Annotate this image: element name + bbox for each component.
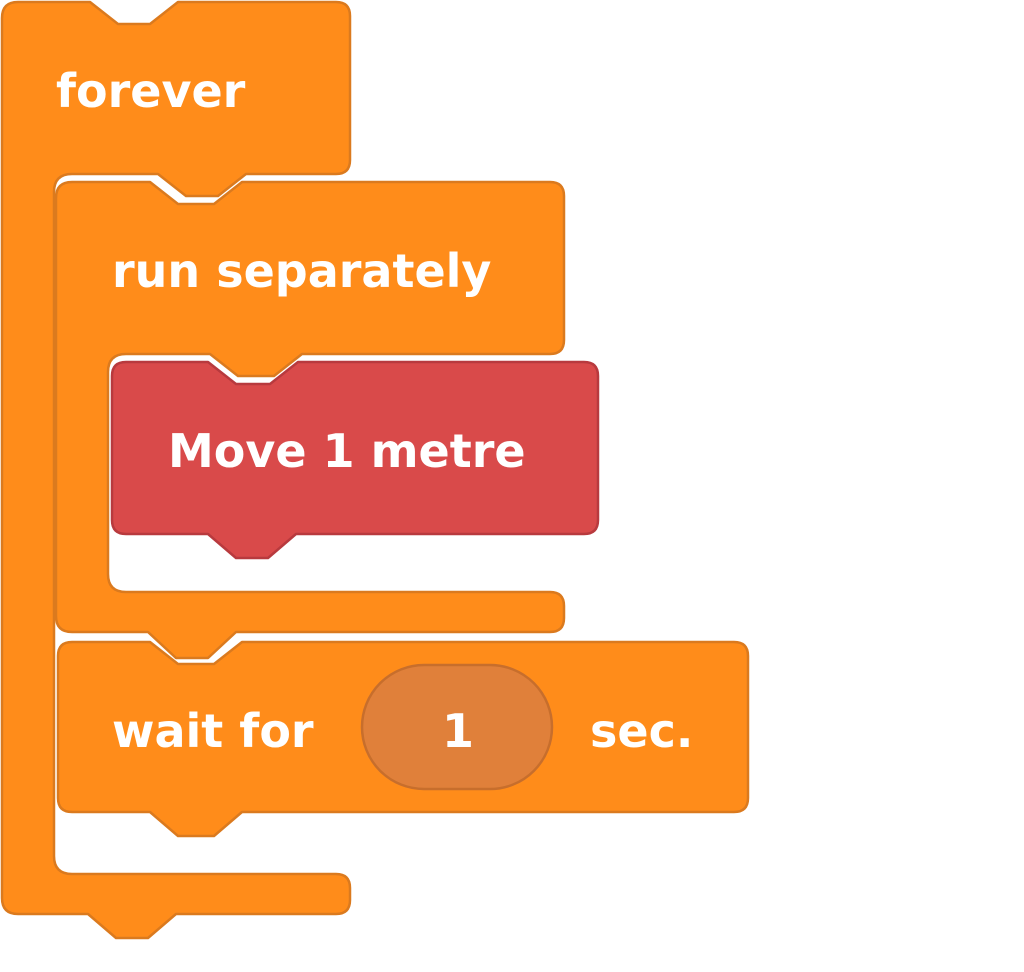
forever-block[interactable] — [0, 0, 352, 940]
run-separately-block[interactable] — [54, 180, 566, 660]
wait-prefix-label: wait for — [112, 704, 314, 758]
wait-value-label: 1 — [442, 704, 475, 758]
wait-seconds-input[interactable] — [360, 663, 554, 791]
run-separately-label: run separately — [112, 244, 492, 298]
forever-label: forever — [56, 64, 246, 118]
move-block[interactable] — [110, 360, 600, 560]
move-label: Move 1 metre — [168, 424, 526, 478]
wait-suffix-label: sec. — [590, 704, 694, 758]
